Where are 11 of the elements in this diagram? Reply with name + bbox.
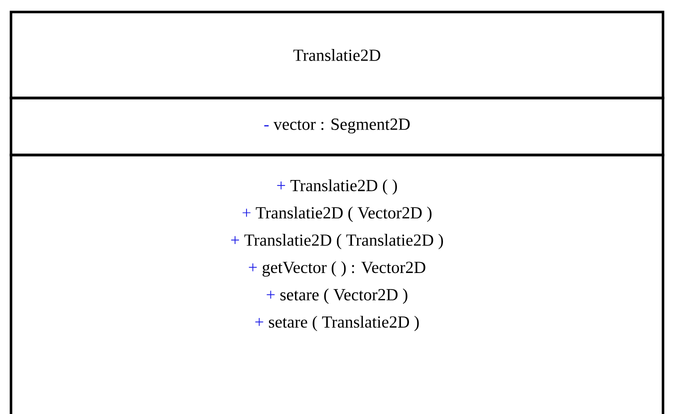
method-text: + Translatie2D ( ) [277,179,397,195]
method-text: + Translatie2D ( Translatie2D ) [231,234,443,250]
method-text: + setare ( Vector2D ) [266,288,408,304]
class-name-compartment [10,10,664,100]
class-name: Translatie2D [293,49,380,61]
method-text: + getVector ( ) : Vector2D [248,261,426,277]
method-compartment [10,154,664,414]
method-text: + setare ( Translatie2D ) [255,316,419,332]
attribute-text: - vector : Segment2D [264,118,410,134]
method-text: + Translatie2D ( Vector2D ) [242,206,432,222]
attribute-compartment [10,96,664,156]
